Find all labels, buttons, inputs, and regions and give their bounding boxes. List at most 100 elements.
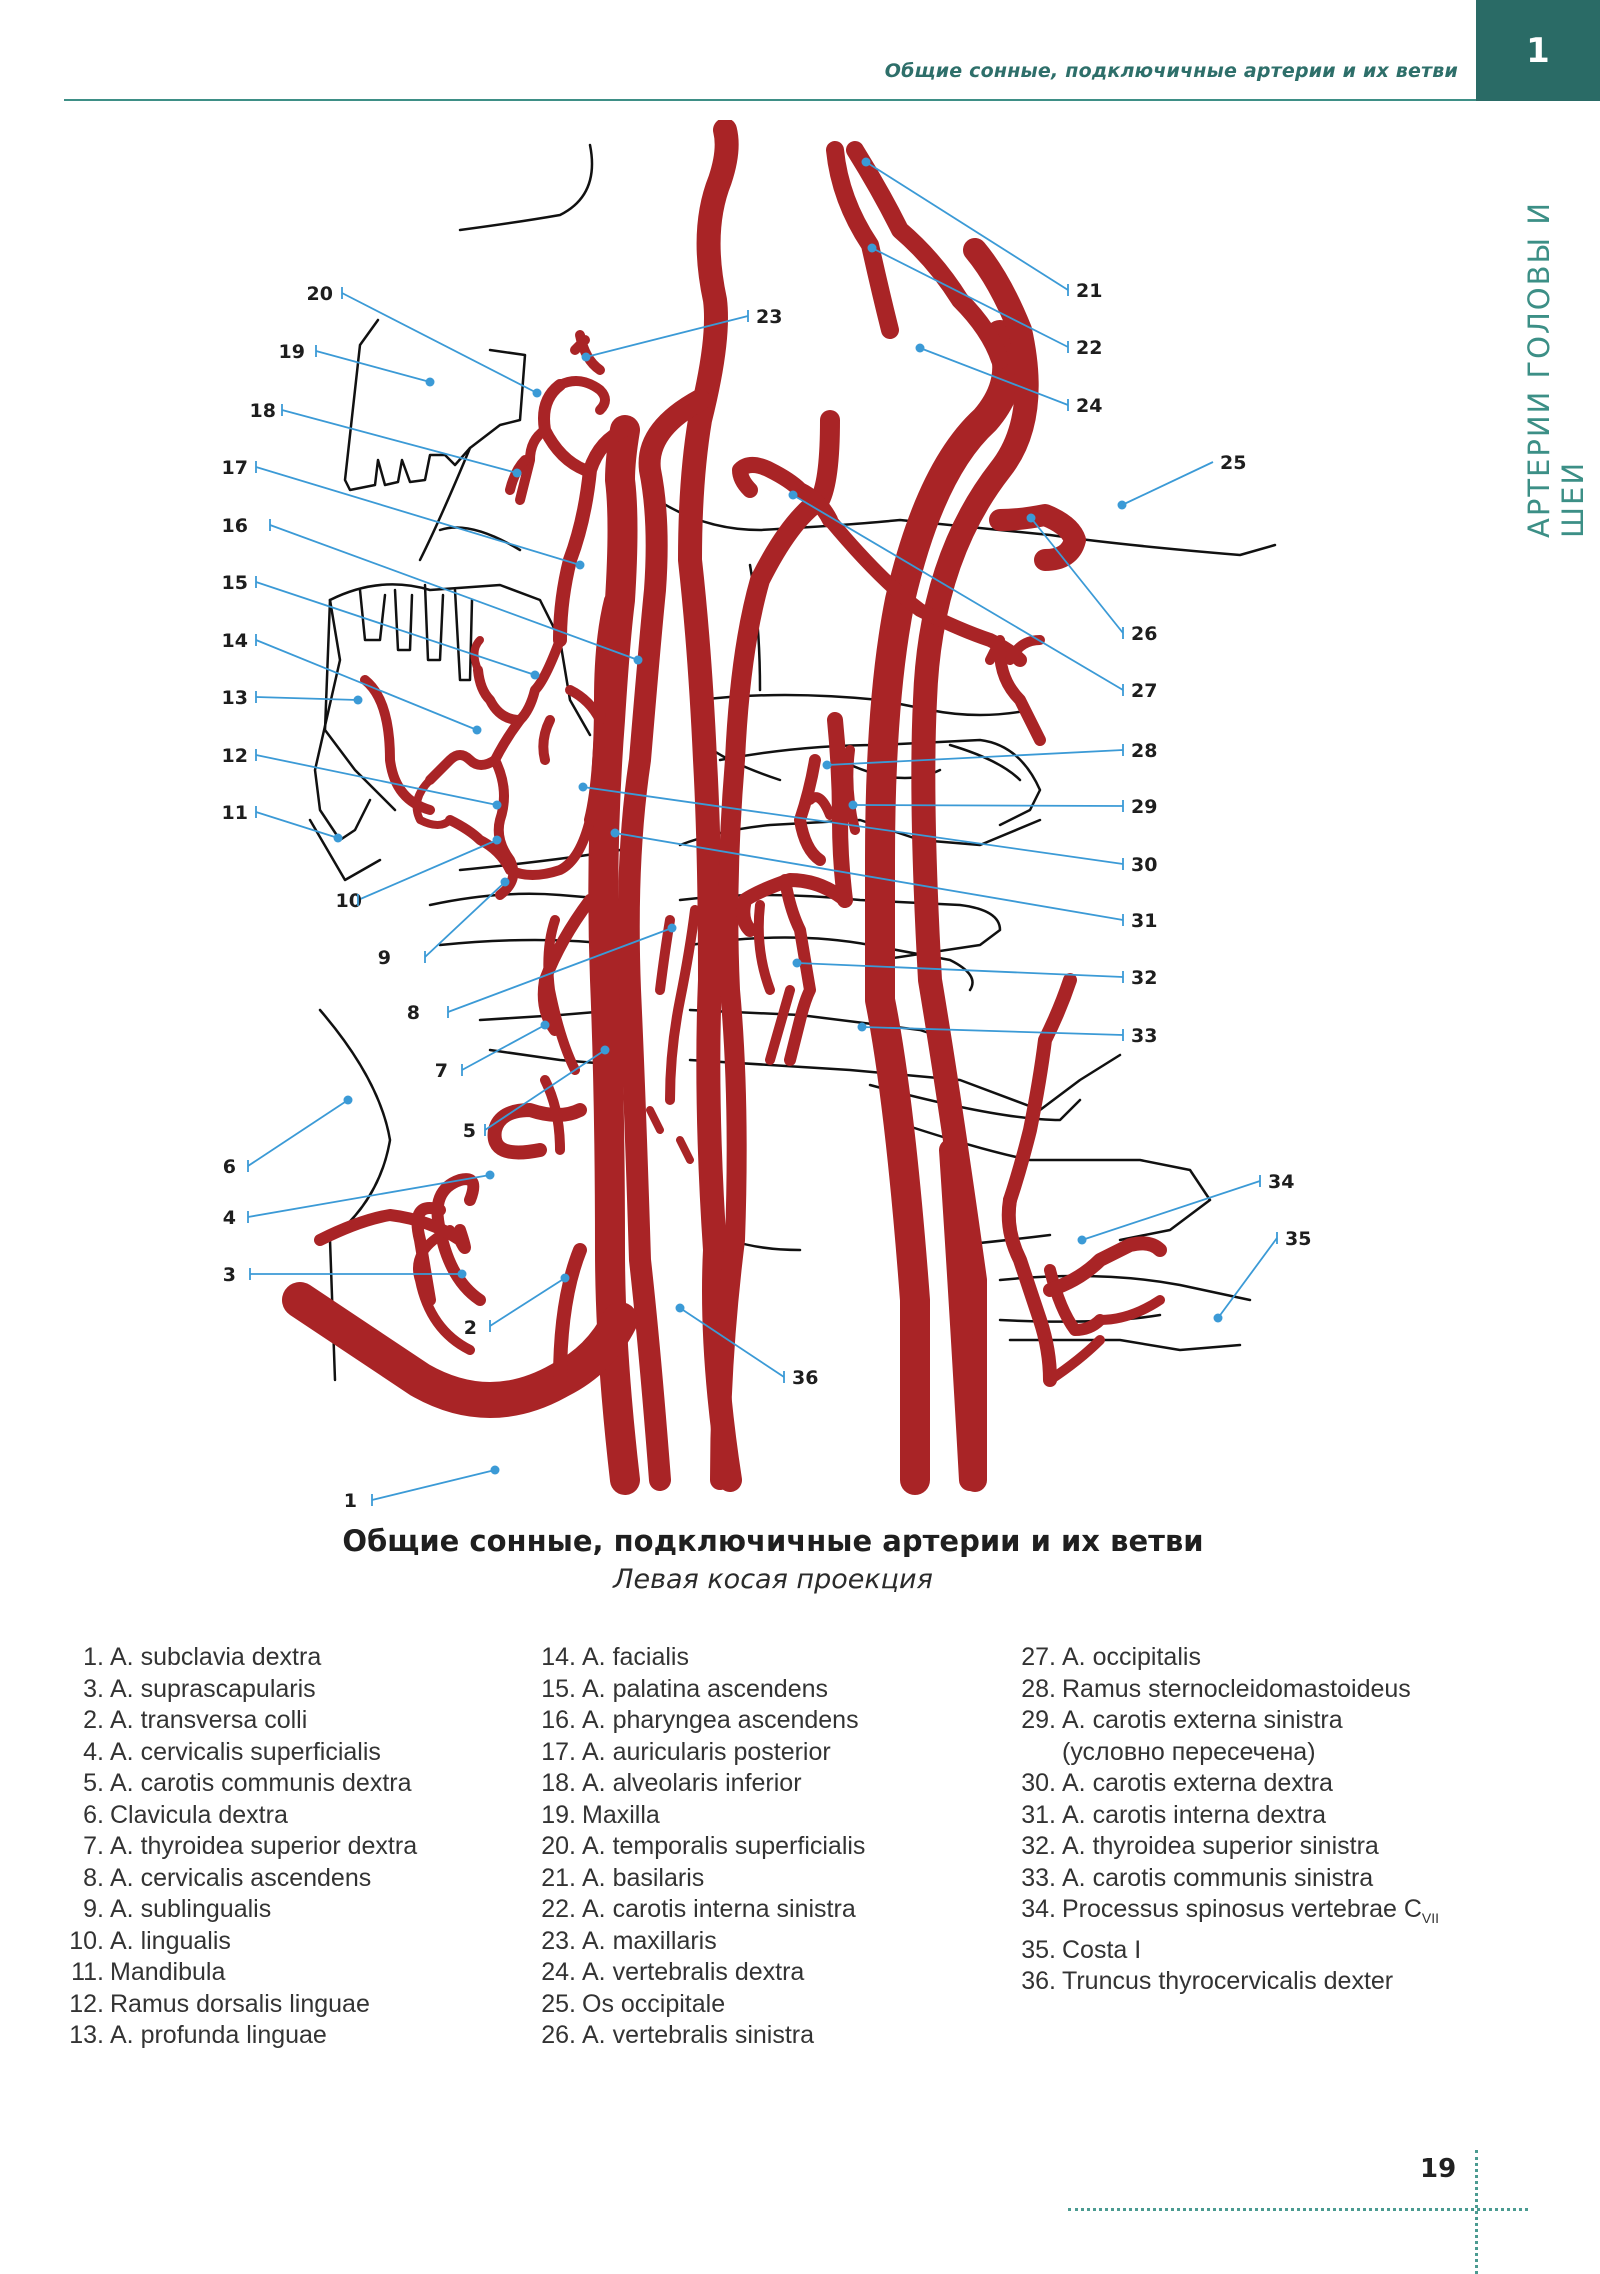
legend-subscript: VII <box>1421 1910 1440 1926</box>
legend-number: 19. <box>541 1800 576 1829</box>
legend-item: 17.A. auricularis posterior <box>532 1737 1002 1769</box>
legend-item: 35.Costa I <box>1012 1935 1482 1967</box>
legend-text: Os occipitale <box>582 1989 726 2018</box>
legend-number: 30. <box>1021 1769 1056 1797</box>
label-34: 34 <box>1268 1171 1294 1193</box>
label-12: 12 <box>222 745 248 767</box>
legend-text: A. facialis <box>582 1643 689 1671</box>
label-23: 23 <box>756 306 782 328</box>
legend-text: Mandibula <box>110 1958 226 1986</box>
legend-item: 33.A. carotis communis sinistra <box>1012 1863 1482 1895</box>
legend-number: 25. <box>541 1989 576 2018</box>
label-11: 11 <box>222 802 248 824</box>
legend-number: 13. <box>69 2021 104 2049</box>
legend-item: 27.A. occipitalis <box>1012 1642 1482 1674</box>
legend-text: A. carotis interna dextra <box>1062 1800 1327 1829</box>
label-9: 9 <box>378 947 391 969</box>
legend-text: A. vertebralis dextra <box>582 1958 805 1986</box>
legend-item: 1.A. subclavia dextra <box>60 1642 530 1674</box>
legend-text: A. suprascapularis <box>110 1674 316 1703</box>
legend-item: 13.A. profunda linguae <box>60 2020 530 2052</box>
legend-text: Ramus dorsalis linguae <box>110 1989 370 2018</box>
legend-item: 10.A. lingualis <box>60 1926 530 1958</box>
label-35: 35 <box>1285 1228 1311 1250</box>
legend-number: 36. <box>1021 1967 1056 1995</box>
legend-text: Costa I <box>1062 1935 1142 1964</box>
legend-item: 2.A. transversa colli <box>60 1705 530 1737</box>
legend-item: 16.A. pharyngea ascendens <box>532 1705 1002 1737</box>
label-28: 28 <box>1131 740 1157 762</box>
legend-item: 23.A. maxillaris <box>532 1926 1002 1958</box>
legend-text: A. subclavia dextra <box>110 1643 322 1671</box>
figure-labels: 1 2 3 4 5 6 7 8 9 10 11 12 13 14 15 16 1… <box>222 280 1312 1512</box>
label-6: 6 <box>223 1156 236 1178</box>
label-19: 19 <box>279 341 305 363</box>
legend-number: 34. <box>1021 1895 1056 1923</box>
legend-item: 24.A. vertebralis dextra <box>532 1957 1002 1989</box>
legend-item: 20.A. temporalis superficialis <box>532 1831 1002 1863</box>
legend-number: 9. <box>83 1895 104 1923</box>
legend-text: A. carotis communis sinistra <box>1062 1863 1374 1892</box>
legend-number: 6. <box>83 1800 104 1829</box>
legend-text: A. cervicalis ascendens <box>110 1863 372 1892</box>
label-15: 15 <box>222 572 248 594</box>
legend-text: (условно пересечена) <box>1062 1737 1316 1766</box>
legend-text: A. profunda linguae <box>110 2021 327 2049</box>
legend-item: 11.Mandibula <box>60 1957 530 1989</box>
legend-text: A. pharyngea ascendens <box>582 1706 859 1734</box>
label-ticks <box>247 284 1278 1506</box>
legend-item: 36.Truncus thyrocervicalis dexter <box>1012 1966 1482 1998</box>
legend-number: 3. <box>83 1674 104 1703</box>
legend-text: Ramus sternocleidomastoideus <box>1062 1674 1411 1703</box>
legend-item: 18.A. alveolaris inferior <box>532 1768 1002 1800</box>
legend-number: 4. <box>83 1737 104 1766</box>
legend-text: A. palatina ascendens <box>582 1674 829 1703</box>
legend-number: 16. <box>541 1706 576 1734</box>
legend-item: 25.Os occipitale <box>532 1989 1002 2021</box>
legend-text: A. carotis interna sinistra <box>582 1895 856 1923</box>
legend-number: 1. <box>83 1643 104 1671</box>
legend-text: A. cervicalis superficialis <box>110 1737 381 1766</box>
legend-text: A. basilaris <box>582 1863 705 1892</box>
legend-number: 26. <box>541 2021 576 2049</box>
legend-item: 32.A. thyroidea superior sinistra <box>1012 1831 1482 1863</box>
legend-item: 30.A. carotis externa dextra <box>1012 1768 1482 1800</box>
legend-number: 24. <box>541 1958 576 1986</box>
legend-number: 31. <box>1021 1800 1056 1829</box>
legend-item: 9.A. sublingualis <box>60 1894 530 1926</box>
leader-lines <box>247 161 1278 1501</box>
legend-number: 27. <box>1021 1643 1056 1671</box>
legend-number: 20. <box>541 1832 576 1860</box>
legend-number: 28. <box>1021 1674 1056 1703</box>
legend-item: 6.Clavicula dextra <box>60 1800 530 1832</box>
label-24: 24 <box>1076 395 1102 417</box>
chapter-tab: 1 <box>1476 0 1600 101</box>
legend-text: A. occipitalis <box>1062 1643 1201 1671</box>
label-30: 30 <box>1131 854 1157 876</box>
legend-text: A. auricularis posterior <box>582 1737 831 1766</box>
legend-item: 7.A. thyroidea superior dextra <box>60 1831 530 1863</box>
label-5: 5 <box>463 1120 476 1142</box>
legend-number: 2. <box>83 1706 104 1734</box>
label-17: 17 <box>222 457 248 479</box>
label-3: 3 <box>223 1264 236 1286</box>
legend-item: 4.A. cervicalis superficialis <box>60 1737 530 1769</box>
legend-text: A. carotis externa dextra <box>1062 1769 1333 1797</box>
legend-item: 3.A. suprascapularis <box>60 1674 530 1706</box>
legend-text: A. carotis communis dextra <box>110 1769 412 1797</box>
legend-number: 12. <box>69 1989 104 2018</box>
page-number: 19 <box>1420 2154 1457 2184</box>
legend-text: A. thyroidea superior dextra <box>110 1832 418 1860</box>
legend-text: A. carotis externa sinistra <box>1062 1706 1343 1734</box>
legend-number: 15. <box>541 1674 576 1703</box>
label-18: 18 <box>250 400 276 422</box>
legend-text: Truncus thyrocervicalis dexter <box>1062 1967 1394 1995</box>
legend-number: 11. <box>71 1958 104 1986</box>
legend-item: 19.Maxilla <box>532 1800 1002 1832</box>
legend-number: 14. <box>541 1643 576 1671</box>
label-7: 7 <box>435 1060 448 1082</box>
legend-item: 31.A. carotis interna dextra <box>1012 1800 1482 1832</box>
footer-dotted-rule <box>1068 2208 1528 2211</box>
